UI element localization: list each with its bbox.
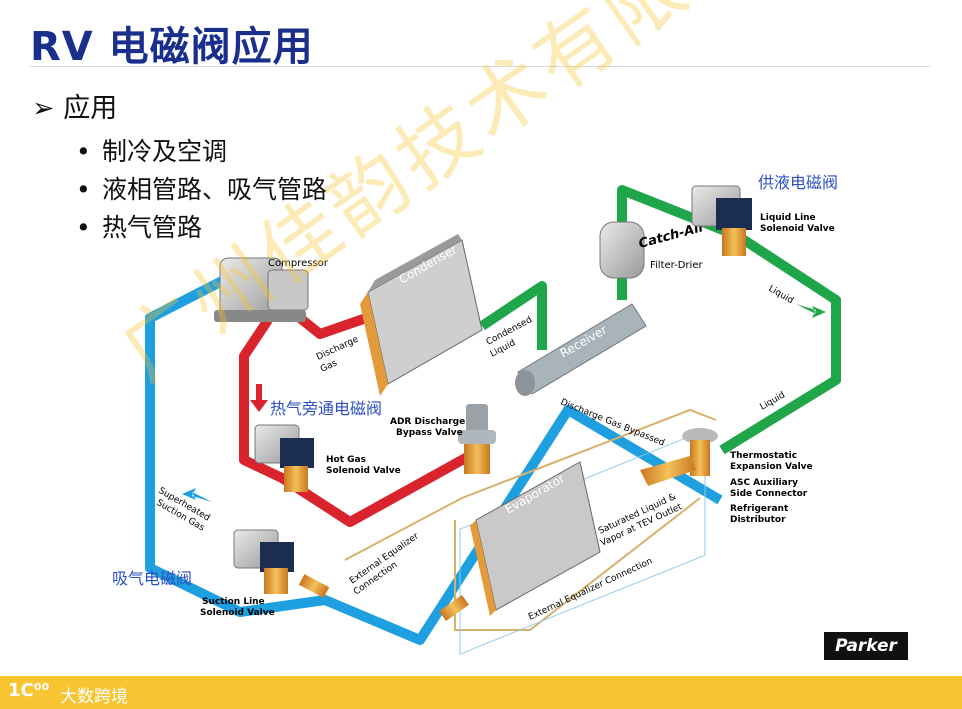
parker-logo: Parker bbox=[824, 632, 908, 660]
flow-arrow-icon bbox=[182, 488, 212, 502]
hot-gas-line bbox=[239, 317, 483, 527]
receiver bbox=[515, 303, 647, 396]
bullet-sub-item: •制冷及空调 bbox=[76, 137, 228, 166]
asc-label-1: ASC Auxiliary bbox=[730, 478, 798, 488]
compressor bbox=[214, 257, 309, 322]
distributor-label-1: Refrigerant bbox=[730, 504, 789, 514]
adr-bypass-valve bbox=[458, 404, 496, 474]
thermostatic-expansion-valve bbox=[640, 428, 718, 486]
footer-text: 大数跨境 bbox=[60, 687, 128, 707]
hot-gas-valve-label-2: Solenoid Valve bbox=[326, 466, 401, 476]
tev-label-2: Expansion Valve bbox=[730, 462, 813, 472]
distributor-label-2: Distributor bbox=[730, 515, 786, 525]
discharge-gas-label-1: Discharge bbox=[315, 334, 361, 362]
brass-fitting bbox=[439, 595, 469, 621]
asc-label-2: Side Connector bbox=[730, 489, 808, 499]
equalizer-line-bottom bbox=[454, 497, 701, 631]
compressor-label: Compressor bbox=[268, 258, 329, 269]
bullet-main: ➢ 应用 bbox=[32, 86, 117, 125]
condenser bbox=[360, 234, 483, 396]
suction-valve-label-2: Solenoid Valve bbox=[200, 608, 275, 618]
title-divider bbox=[30, 66, 930, 67]
bullet-arrow-icon: ➢ bbox=[32, 93, 55, 124]
flow-arrow-icon bbox=[796, 304, 826, 318]
liquid-line-main bbox=[617, 185, 841, 455]
adr-label-2: Bypass Valve bbox=[396, 428, 463, 438]
footer-logo: 1C⁰⁰ bbox=[8, 680, 50, 701]
bullet-dot-icon: • bbox=[76, 137, 91, 166]
hot-gas-cn-label: 热气旁通电磁阀 bbox=[270, 399, 382, 418]
slide-title: RV 电磁阀应用 bbox=[30, 24, 314, 70]
evaporator bbox=[470, 461, 601, 616]
hot-gas-valve-label-1: Hot Gas bbox=[326, 455, 366, 465]
down-arrow-icon bbox=[250, 384, 268, 412]
suction-cn-label: 吸气电磁阀 bbox=[112, 569, 192, 588]
liquid-valve-label-2: Solenoid Valve bbox=[760, 224, 835, 234]
footer-bar bbox=[0, 676, 962, 709]
bullet-dot-icon: • bbox=[76, 213, 91, 242]
filter-drier bbox=[599, 221, 645, 279]
suction-line-solenoid-valve bbox=[233, 529, 294, 594]
bullet-dot-icon: • bbox=[76, 175, 91, 204]
bullet-sub-item: •热气管路 bbox=[76, 213, 203, 242]
hot-gas-solenoid-valve bbox=[254, 424, 314, 492]
suction-valve-label-1: Suction Line bbox=[202, 597, 265, 607]
bullet-main-text: 应用 bbox=[63, 93, 118, 124]
liquid-valve-cn-label: 供液电磁阀 bbox=[758, 173, 838, 192]
adr-label-1: ADR Discharge bbox=[390, 417, 465, 427]
filter-drier-label: Filter-Drier bbox=[650, 260, 703, 271]
brass-fitting bbox=[298, 574, 330, 598]
bullet-sub-item: •液相管路、吸气管路 bbox=[76, 175, 328, 204]
liquid-top-label: Liquid bbox=[767, 284, 796, 306]
liquid-line bbox=[479, 281, 547, 350]
liquid-line-solenoid-valve bbox=[691, 185, 752, 256]
liquid-valve-label-1: Liquid Line bbox=[760, 213, 816, 223]
tev-label-1: Thermostatic bbox=[730, 451, 797, 461]
suction-line bbox=[145, 273, 723, 645]
equalizer-line bbox=[344, 408, 717, 561]
